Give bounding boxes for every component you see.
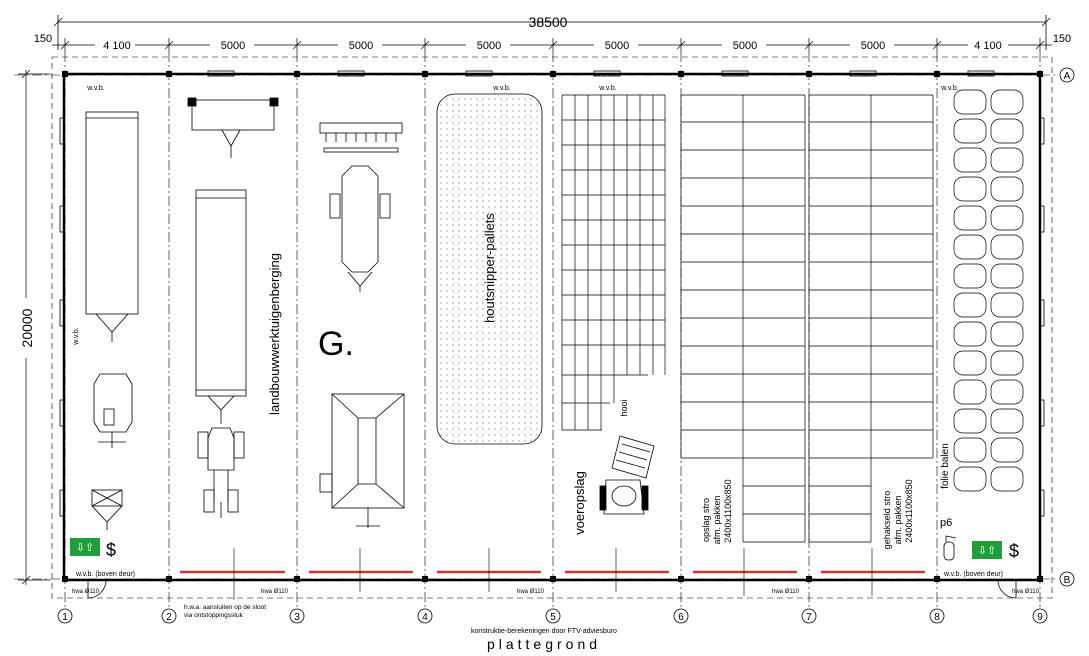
wvb-label-left: w.v.b. (73, 327, 80, 345)
svg-text:⇩⇧: ⇩⇧ (76, 541, 94, 554)
drain-lines (233, 548, 873, 600)
wvb-door-label-left: w.v.b. (boven deur) (75, 571, 135, 578)
wvb-label-bay8: w.v.b. (940, 85, 958, 92)
axis-a: A (1064, 71, 1071, 82)
tractor (197, 427, 245, 518)
hwa-label-7: hwa Ø110 (772, 589, 800, 595)
axis-5: 5 (550, 612, 556, 623)
bay-dim-5: 5000 (605, 40, 629, 52)
long-trailer-bay2 (195, 189, 247, 424)
axis-7: 7 (806, 612, 812, 623)
roof-outline (51, 56, 1053, 599)
chopped-straw-grid (808, 94, 934, 543)
columns (62, 71, 1043, 582)
axis-4: 4 (422, 612, 428, 623)
axis-2: 2 (166, 612, 172, 623)
cone-hopper (91, 489, 123, 530)
hwa-label-9: hwa Ø110 (1012, 589, 1040, 595)
wvb-label-bay1: w.v.b. (86, 85, 104, 92)
wvb-label-bay5: w.v.b. (598, 85, 616, 92)
axis-9: 9 (1037, 612, 1043, 623)
bay-dim-4: 5000 (477, 40, 501, 52)
exit-symbol-left: $ (106, 540, 116, 560)
exit-symbol-right: $ (1009, 541, 1019, 561)
zone-g-label: G. (318, 325, 354, 363)
bay-dim-1: 4 100 (103, 40, 131, 52)
small-spreader (93, 373, 133, 448)
bales-label: folie balen (940, 443, 951, 489)
personnel-doors (87, 579, 1017, 599)
silage-label-2: afm. pakken (893, 495, 903, 544)
machinery-label: landbouwwerktuigenberging (267, 253, 282, 415)
axis-6: 6 (678, 612, 684, 623)
hwa-label-1: hwa Ø110 (72, 589, 100, 595)
exit-sign-right: ⇩⇧ (972, 541, 1002, 559)
bay-dim-8: 4 100 (974, 40, 1002, 52)
bay-dim-2: 5000 (221, 40, 245, 52)
hwa-label-3: hwa Ø110 (261, 589, 289, 595)
hay-bale-grid (561, 94, 666, 431)
bay-dim-7: 5000 (861, 40, 885, 52)
overall-width-label: 38500 (529, 14, 568, 30)
wvb-label-bay4: w.v.b. (492, 85, 510, 92)
bay-dim-3: 5000 (349, 40, 373, 52)
overall-dimension (53, 15, 1051, 50)
pallets-label: houtsnipper-pallets (482, 213, 497, 323)
woodchip-pallet-area (436, 93, 543, 445)
axis-b: B (1064, 575, 1071, 586)
axis-3: 3 (294, 612, 300, 623)
top-wall-openings (207, 70, 995, 77)
hay-label: hooi (619, 399, 629, 416)
side-wall-windows (59, 117, 1045, 517)
extinguisher-icon (943, 535, 957, 561)
edge-offset-left: 150 (34, 33, 52, 45)
straw-label-3: 2400x1100x850 (723, 479, 733, 542)
straw-label-1: opslag stro (701, 498, 711, 542)
trailer-long (85, 111, 139, 342)
hwa-label-5: hwa Ø110 (517, 589, 545, 595)
bay-dimension-chain (52, 38, 1052, 52)
seeder-top (187, 97, 279, 158)
footer-note: konstruktie-berekeningen door FTV-advies… (471, 628, 617, 635)
extinguisher-label: p6 (940, 517, 952, 529)
straw-label-2: afm. pakken (712, 495, 722, 544)
slurry-tank (329, 165, 391, 292)
wvb-door-label-right: w.v.b. (boven deur) (943, 571, 1003, 578)
depth-label: 20000 (19, 308, 35, 347)
drawing-title: plattegrond (487, 636, 601, 652)
wagon-roof (319, 393, 405, 528)
svg-text:⇩⇧: ⇩⇧ (978, 544, 996, 557)
silage-label-3: 2400x1100x850 (904, 479, 914, 542)
axis-8: 8 (934, 612, 940, 623)
bay-dim-6: 5000 (733, 40, 757, 52)
hwa-note-2: via ontstoppingsstuk (184, 612, 244, 619)
feed-machine (599, 435, 655, 515)
cultivator (319, 122, 403, 153)
hwa-note-1: h.w.a. aansluiten op de sloot (184, 604, 266, 611)
straw-stack-grid (680, 94, 806, 543)
edge-offset-right: 150 (1053, 33, 1071, 45)
axis-bubbles (57, 67, 1075, 624)
silage-label-1: gehakseld stro (882, 491, 892, 550)
feed-label: voeropslag (572, 471, 587, 535)
axis-1: 1 (62, 612, 68, 623)
wrapped-bale-grid (953, 89, 1024, 492)
exit-sign-left: ⇩⇧ (70, 538, 100, 556)
